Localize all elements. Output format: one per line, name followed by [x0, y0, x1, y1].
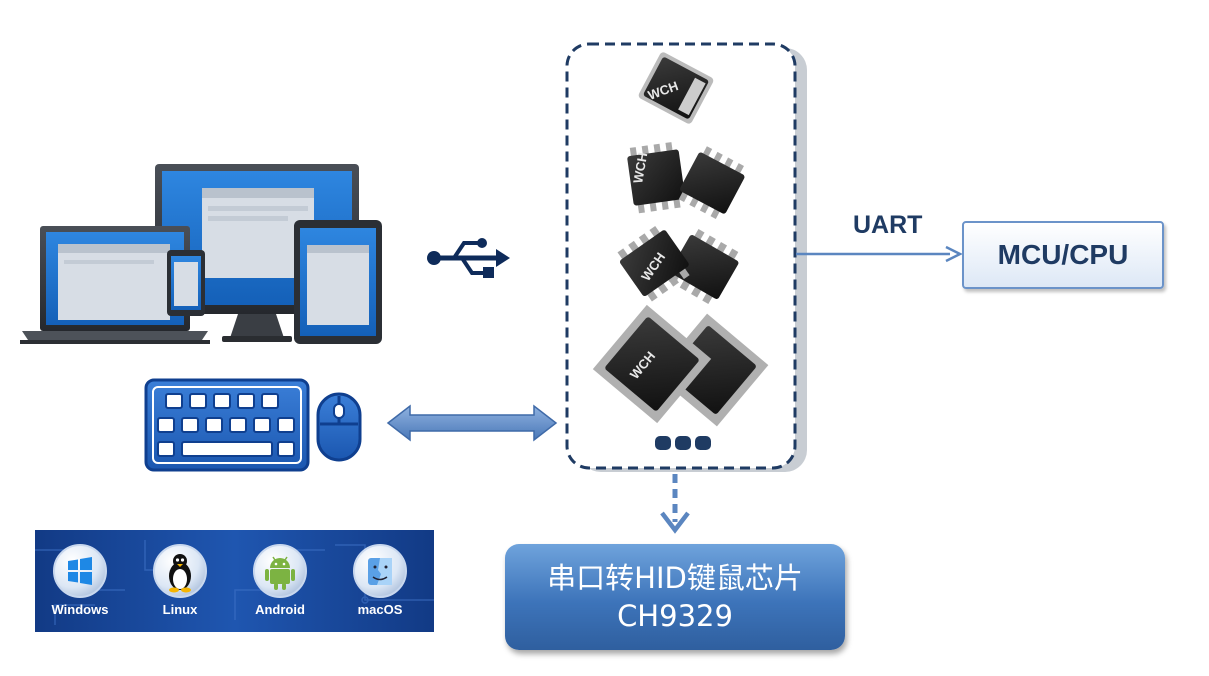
- msop-chip-icon: [627, 142, 745, 219]
- ch9329-chip-box: 串口转HID键鼠芯片 CH9329: [505, 544, 845, 650]
- down-arrow: [660, 474, 690, 534]
- os-label: Windows: [51, 602, 109, 617]
- sop-chip-icon: [617, 225, 739, 304]
- chip-title: 串口转HID键鼠芯片: [547, 561, 803, 595]
- os-support-banner: Windows Linux: [35, 530, 434, 632]
- mcu-cpu-label: MCU/CPU: [997, 239, 1129, 270]
- usb-icon: [427, 238, 510, 278]
- more-chips-ellipsis: [655, 436, 711, 450]
- chip-model: CH9329: [617, 599, 733, 633]
- os-label: Android: [255, 602, 305, 617]
- tablet-icon: [294, 220, 382, 344]
- os-label: macOS: [357, 602, 403, 617]
- mcu-cpu-box: MCU/CPU: [962, 221, 1164, 289]
- chip-marking: WCH: [630, 151, 650, 184]
- macos-finder-icon: [353, 544, 407, 598]
- os-label: Linux: [162, 602, 198, 617]
- uart-label: UART: [853, 211, 923, 239]
- laptop-icon: [20, 226, 210, 344]
- os-item-windows: Windows: [35, 544, 125, 617]
- phone-icon: [167, 250, 205, 316]
- os-item-android: Android: [235, 544, 325, 617]
- android-robot-icon: [253, 544, 307, 598]
- os-item-linux: Linux: [135, 544, 225, 617]
- mouse-icon: [316, 392, 362, 462]
- os-item-macos: macOS: [335, 544, 425, 617]
- lqfp-chip-icon: [592, 304, 769, 427]
- keyboard-icon: [144, 378, 310, 472]
- linux-penguin-icon: [153, 544, 207, 598]
- uart-arrow: [796, 245, 963, 263]
- bidirectional-arrow: [386, 404, 558, 442]
- qfn-chip-icon: [638, 52, 714, 124]
- windows-logo-icon: [53, 544, 107, 598]
